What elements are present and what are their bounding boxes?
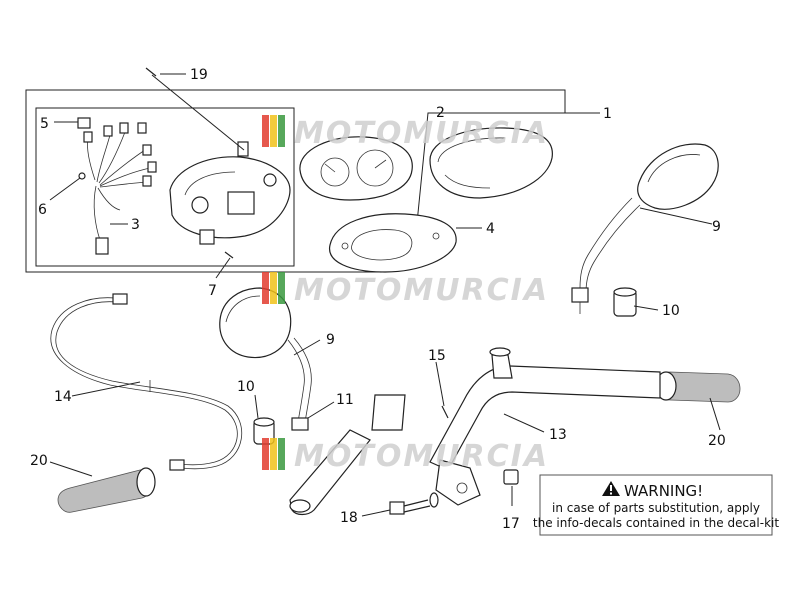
instrument-housing-rear	[169, 141, 291, 245]
leader-lines	[49, 73, 721, 517]
left-mirror	[219, 287, 312, 431]
callout-17: 17	[502, 516, 520, 532]
callout-15: 15	[428, 348, 446, 364]
watermark-text: MOTOMURCIA	[294, 116, 549, 151]
screw-7	[224, 251, 234, 259]
callout-1: 1	[603, 106, 612, 122]
callout-4: 4	[486, 221, 495, 237]
nut-17	[503, 469, 519, 485]
screw-19	[145, 67, 157, 77]
callout-10-left: 10	[237, 379, 255, 395]
callout-11: 11	[336, 392, 354, 408]
watermark-top: MOTOMURCIA	[262, 115, 549, 151]
callout-2: 2	[436, 105, 445, 121]
warning-line-2: the info-decals contained in the decal-k…	[533, 516, 779, 530]
wiring-harness	[77, 117, 157, 255]
watermark-text: MOTOMURCIA	[294, 273, 549, 308]
callout-7: 7	[208, 283, 217, 299]
left-grip	[57, 467, 156, 513]
watermark-bottom: MOTOMURCIA	[262, 438, 549, 474]
callout-20-right: 20	[708, 433, 726, 449]
gauge-face	[299, 136, 413, 201]
watermark-text: MOTOMURCIA	[294, 439, 549, 474]
callout-10-right: 10	[662, 303, 680, 319]
instrument-lens	[429, 127, 553, 199]
callout-14: 14	[54, 389, 72, 405]
watermark-middle: MOTOMURCIA	[262, 272, 549, 308]
left-handlebar-tube	[289, 394, 406, 516]
callout-9-left: 9	[326, 332, 335, 348]
bolt-18	[389, 492, 439, 515]
callout-19: 19	[190, 67, 208, 83]
warning-line-1: in case of parts substitution, apply	[552, 501, 760, 515]
throttle-cable	[50, 293, 243, 471]
callout-20-left: 20	[30, 453, 48, 469]
callout-13: 13	[549, 427, 567, 443]
callouts: 19 1 2 5 6 3 4 7 9 10 9 14 10 11 15 13 2…	[30, 67, 726, 532]
mirror-cap-right	[613, 287, 637, 317]
callout-6: 6	[38, 202, 47, 218]
callout-5: 5	[40, 116, 49, 132]
gasket-frame	[329, 213, 457, 273]
screw-15	[441, 405, 449, 419]
callout-18: 18	[340, 510, 358, 526]
callout-9-right: 9	[712, 219, 721, 235]
warning-box: WARNING! in case of parts substitution, …	[533, 474, 779, 536]
warning-title: WARNING!	[624, 482, 703, 500]
callout-3: 3	[131, 217, 140, 233]
warning-triangle-icon	[602, 481, 620, 496]
right-grip	[655, 371, 741, 403]
handlebar	[429, 347, 661, 506]
right-mirror	[571, 143, 719, 314]
